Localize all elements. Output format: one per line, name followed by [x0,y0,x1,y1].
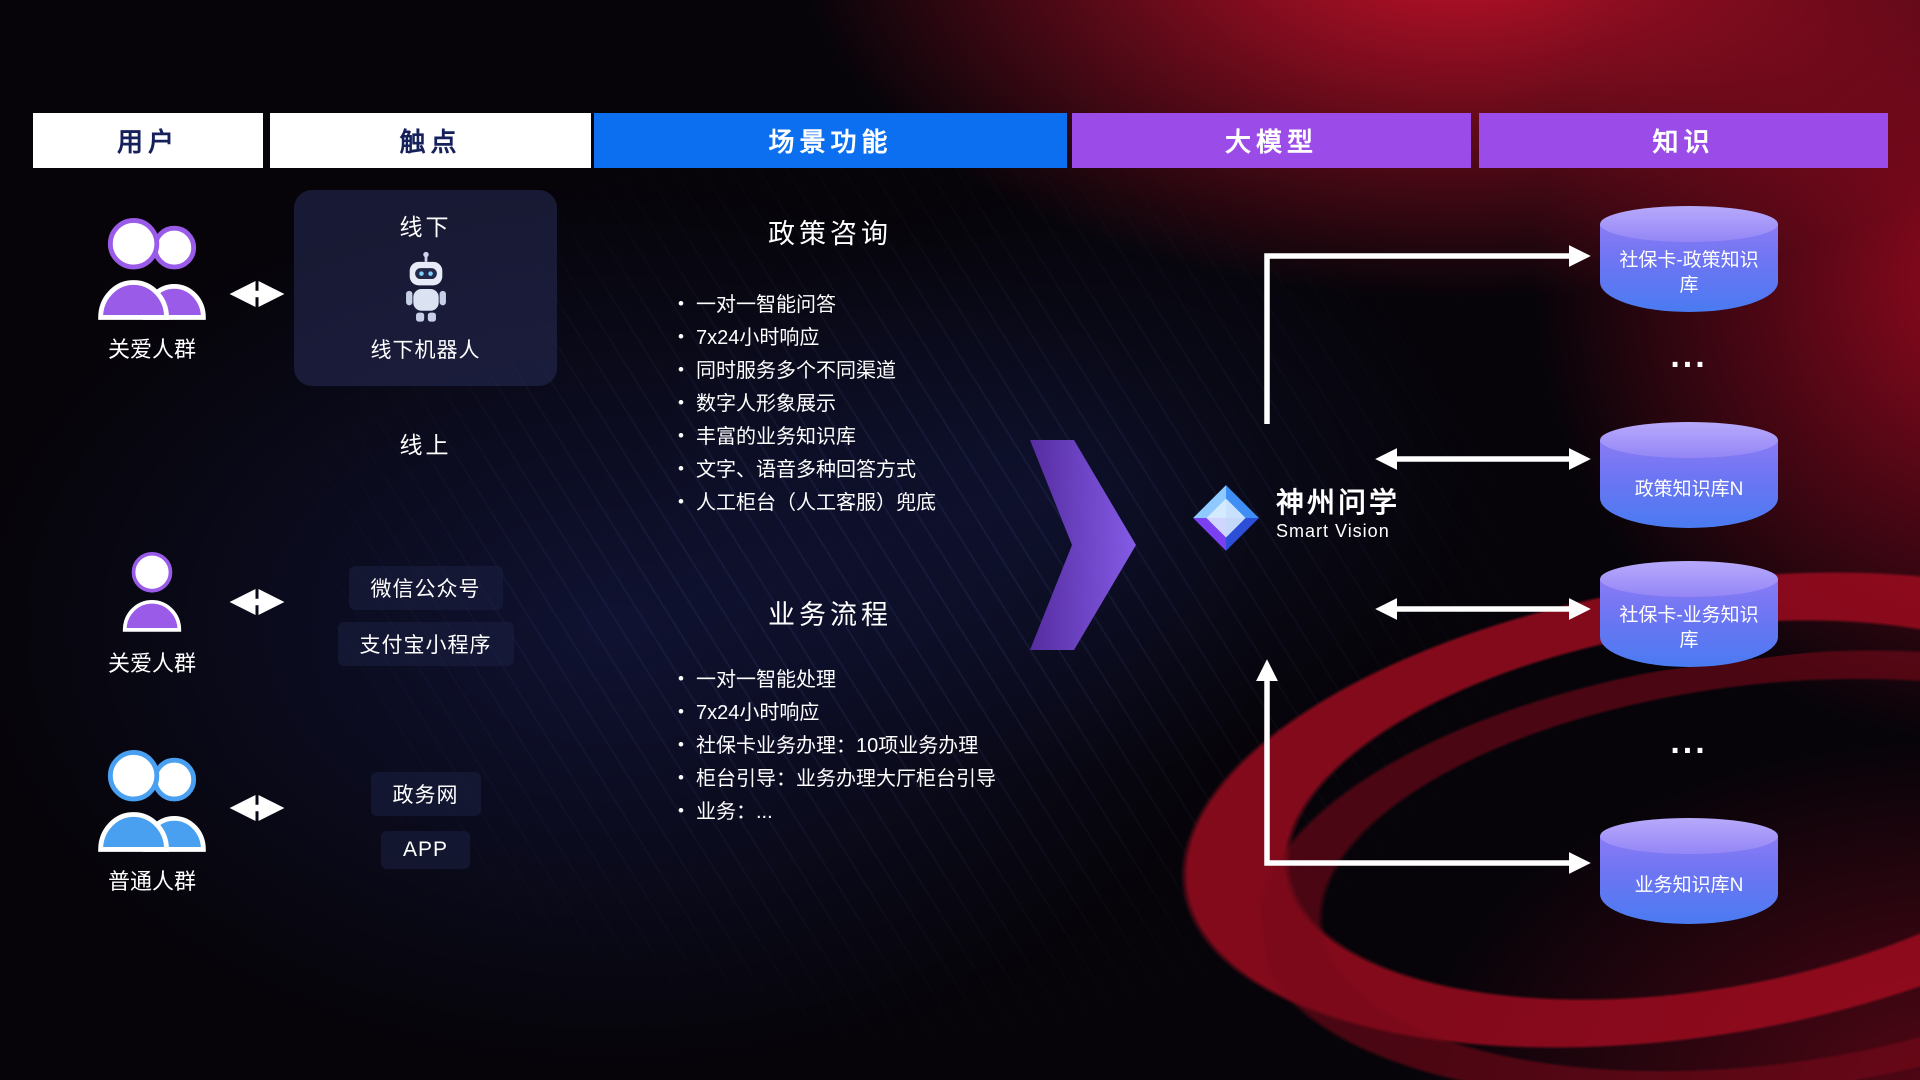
bullet-item: 7x24小时响应 [678,322,936,355]
header-users: 用户 [33,113,263,168]
online-title: 线上 [399,432,452,458]
knowledge-db-business-socialcard: 社保卡-业务知识库 [1600,561,1778,667]
channel-app: APP [294,831,557,869]
scenario-title-policy: 政策咨询 [768,219,892,249]
bullet-item: 数字人形象展示 [678,388,936,421]
bullet-item: 同时服务多个不同渠道 [678,355,936,388]
db-label: 社保卡-政策知识库 [1619,250,1759,296]
channel-wechat: 微信公众号 [294,566,557,610]
header-scenario-functions: 场景功能 [594,113,1067,168]
channel-alipay: 支付宝小程序 [294,622,557,666]
bullet-item: 柜台引导：业务办理大厅柜台引导 [678,763,996,796]
db-label: 社保卡-业务知识库 [1619,605,1759,651]
knowledge-db-policy-n: 政策知识库N [1600,422,1778,528]
database-cylinder-icon [1600,561,1778,597]
offline-robot-label: 线下机器人 [370,339,481,362]
bullet-item: 社保卡业务办理：10项业务办理 [678,730,996,763]
header-large-model: 大模型 [1072,113,1471,168]
user-single-care: 关爱人群 [77,544,227,678]
header-knowledge: 知识 [1479,113,1888,168]
single-person-purple-icon [122,551,182,632]
model-logo-text: 神州问学 Smart Vision [1276,488,1400,554]
header-touchpoints: 触点 [270,113,591,168]
database-cylinder-icon [1600,422,1778,458]
offline-title: 线下 [399,214,452,240]
db-label: 业务知识库N [1634,874,1744,896]
group-people-blue-icon [98,750,206,852]
prism-diamond-logo-icon [1193,485,1259,551]
bullet-item: 业务：... [678,796,996,829]
channel-label: 支付宝小程序 [337,622,514,666]
database-cylinder-icon [1600,206,1778,242]
model-subtitle: Smart Vision [1276,521,1390,541]
bullet-item: 一对一智能处理 [678,664,996,697]
user-group-general: 普通人群 [77,744,227,896]
bullet-item: 文字、语音多种回答方式 [678,454,936,487]
channel-gov-web: 政务网 [294,772,557,816]
user-group-care: 关爱人群 [77,212,227,364]
db-label: 政策知识库N [1634,478,1744,500]
user-label: 关爱人群 [107,651,196,676]
bullet-item: 丰富的业务知识库 [678,421,936,454]
bullet-item: 7x24小时响应 [678,697,996,730]
database-cylinder-icon [1600,818,1778,854]
bullet-item: 人工柜台（人工客服）兜底 [678,487,936,520]
ellipsis-more-dbs: ... [1670,723,1708,761]
ellipsis-more-dbs: ... [1670,337,1708,375]
user-label: 关爱人群 [107,337,196,362]
big-flow-arrow [1030,440,1136,650]
user-label: 普通人群 [107,869,196,894]
scenario-list-business: 一对一智能处理 7x24小时响应 社保卡业务办理：10项业务办理 柜台引导：业务… [678,664,996,829]
knowledge-db-business-n: 业务知识库N [1600,818,1778,924]
channel-label: APP [380,831,471,869]
model-logo-block: 神州问学 Smart Vision [1190,482,1400,554]
channel-label: 政务网 [370,772,481,816]
scenario-list-policy: 一对一智能问答 7x24小时响应 同时服务多个不同渠道 数字人形象展示 丰富的业… [678,289,936,520]
knowledge-db-policy-socialcard: 社保卡-政策知识库 [1600,206,1778,312]
offline-robot-card: 线下 线下机器人 [294,190,557,386]
robot-icon [405,251,446,322]
group-people-purple-icon [98,218,206,320]
channel-label: 微信公众号 [348,566,503,610]
bullet-item: 一对一智能问答 [678,289,936,322]
scenario-title-business: 业务流程 [768,600,892,630]
model-name: 神州问学 [1276,487,1401,518]
